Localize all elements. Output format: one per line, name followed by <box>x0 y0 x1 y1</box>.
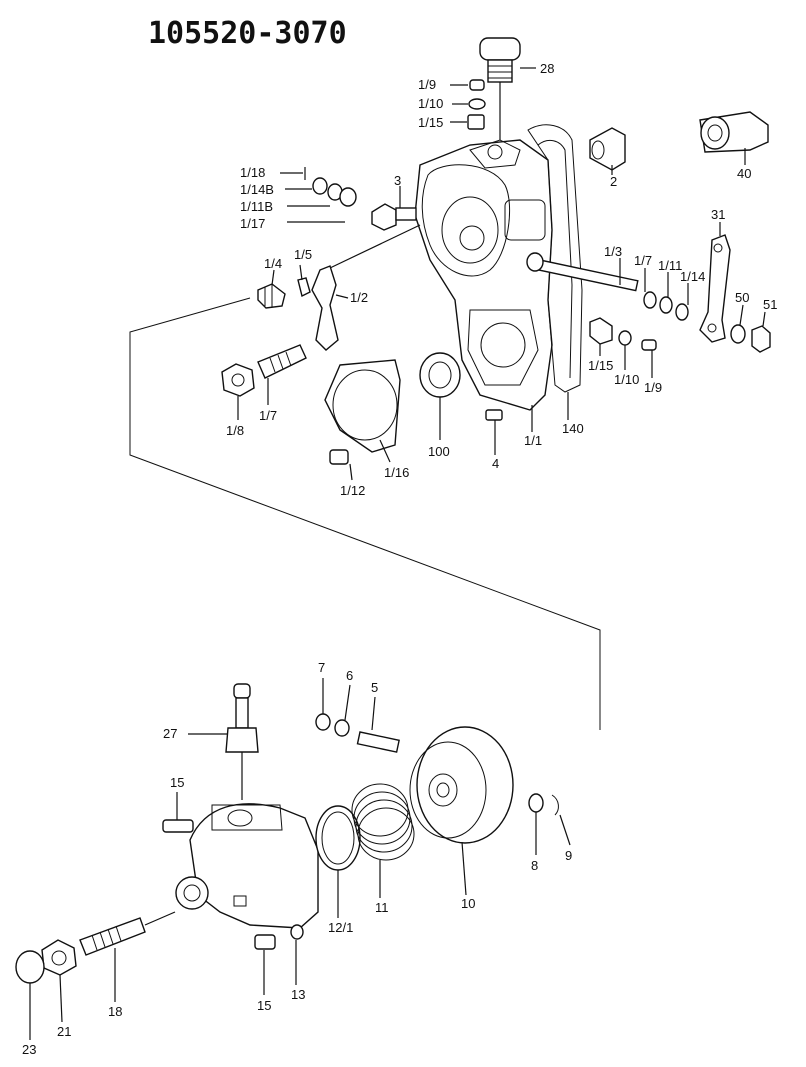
label-1-7-right: 1/7 <box>634 253 652 268</box>
right-small-parts <box>589 317 657 378</box>
shaft-part <box>526 252 689 321</box>
nut-washer-50-51 <box>730 304 771 353</box>
lever-part-31 <box>699 222 731 343</box>
bolt-part-3 <box>371 186 417 231</box>
assembly-link-line <box>129 297 601 730</box>
label-1-5: 1/5 <box>294 247 312 262</box>
label-1-18: 1/18 <box>240 165 265 180</box>
lower-housing <box>175 803 319 929</box>
label-5: 5 <box>371 680 378 695</box>
fitting-part-2 <box>589 127 626 175</box>
label-8: 8 <box>531 858 538 873</box>
label-100: 100 <box>428 444 450 459</box>
screw-15-top <box>162 792 194 833</box>
label-1-12: 1/12 <box>340 483 365 498</box>
left-washers <box>280 167 357 223</box>
label-140: 140 <box>562 421 584 436</box>
spring-part-11 <box>351 783 415 898</box>
nut-and-adjust-screw <box>221 344 307 420</box>
label-27: 27 <box>163 726 177 741</box>
diagram-title: 105520-3070 <box>148 16 347 51</box>
gasket-12-1 <box>315 805 361 918</box>
label-7: 7 <box>318 660 325 675</box>
screw-15-bottom <box>254 924 304 995</box>
label-51: 51 <box>763 297 777 312</box>
lever-part-1-2 <box>311 224 421 351</box>
nut-21-cap-23 <box>15 939 77 1040</box>
label-1-11b: 1/11B <box>240 199 273 214</box>
bolt-set-5-6-7 <box>315 678 400 753</box>
screw-parts-1-4-1-5 <box>257 264 311 309</box>
seal-part-100 <box>419 352 461 440</box>
label-1-14b: 1/14B <box>240 182 274 197</box>
label-1-7-left: 1/7 <box>259 408 277 423</box>
label-1-10-right: 1/10 <box>614 372 639 387</box>
label-1-3: 1/3 <box>604 244 622 259</box>
label-23: 23 <box>22 1042 36 1057</box>
label-4: 4 <box>492 456 499 471</box>
diaphragm-part-10 <box>409 726 514 896</box>
label-2: 2 <box>610 174 617 189</box>
label-1-8: 1/8 <box>226 423 244 438</box>
cover-plate <box>324 359 401 463</box>
label-13: 13 <box>291 987 305 1002</box>
label-12-1: 12/1 <box>328 920 353 935</box>
label-1-9-top: 1/9 <box>418 77 436 92</box>
label-1-15-right: 1/15 <box>588 358 613 373</box>
top-small-parts <box>450 79 486 130</box>
label-31: 31 <box>711 207 725 222</box>
main-housing <box>414 139 553 411</box>
label-1-9-right: 1/9 <box>644 380 662 395</box>
plug-part <box>479 37 536 140</box>
label-40: 40 <box>737 166 751 181</box>
label-15-top: 15 <box>170 775 184 790</box>
label-9: 9 <box>565 848 572 863</box>
label-1-4: 1/4 <box>264 256 282 271</box>
label-10: 10 <box>461 896 475 911</box>
label-1-10-top: 1/10 <box>418 96 443 111</box>
vent-part-27 <box>188 683 259 800</box>
label-50: 50 <box>735 290 749 305</box>
fitting-part-40 <box>699 111 769 165</box>
label-6: 6 <box>346 668 353 683</box>
label-21: 21 <box>57 1024 71 1039</box>
label-1-17-top: 1/17 <box>240 216 265 231</box>
label-28: 28 <box>540 61 554 76</box>
gasket-plate <box>527 124 583 393</box>
label-11: 11 <box>375 900 389 915</box>
label-1-16: 1/16 <box>384 465 409 480</box>
label-18: 18 <box>108 1004 122 1019</box>
label-15-bottom: 15 <box>257 998 271 1013</box>
label-1-15-top: 1/15 <box>418 115 443 130</box>
label-3: 3 <box>394 173 401 188</box>
label-1-1: 1/1 <box>524 433 542 448</box>
screw-part-4 <box>485 392 569 455</box>
clip-parts-8-9 <box>528 793 571 855</box>
label-1-14: 1/14 <box>680 269 705 284</box>
screw-1-12 <box>329 449 353 481</box>
label-1-2: 1/2 <box>350 290 368 305</box>
adjust-screw-18 <box>79 911 176 1002</box>
label-1-11: 1/11 <box>658 258 682 273</box>
